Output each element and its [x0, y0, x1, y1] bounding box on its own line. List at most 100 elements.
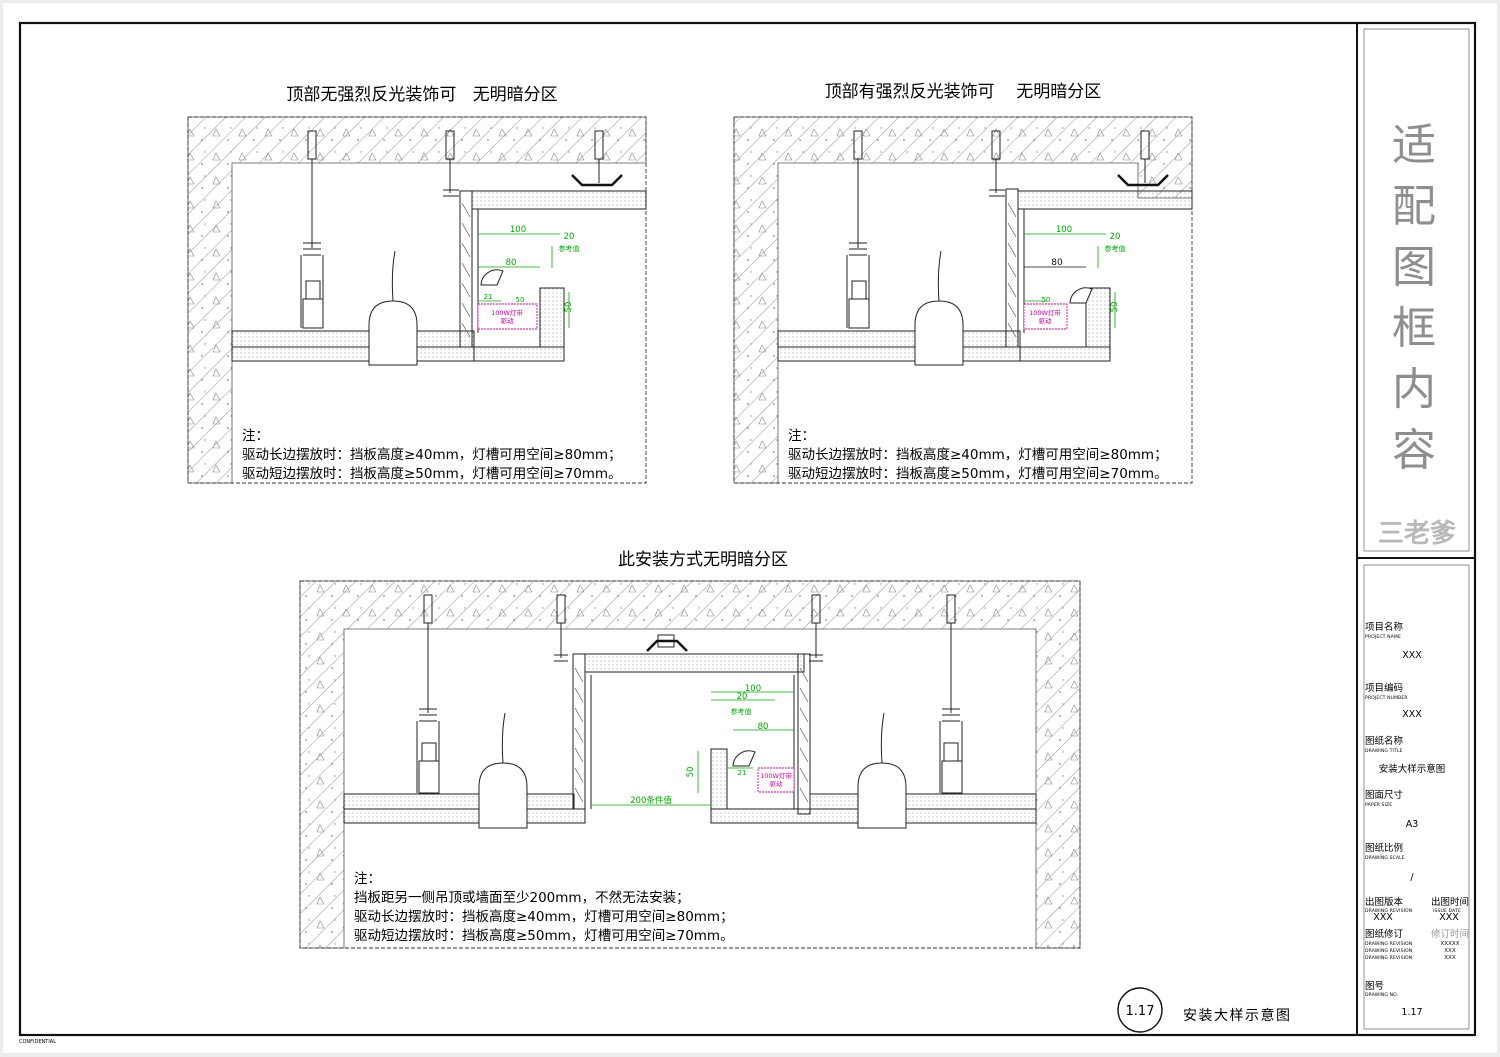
trough-wall: [1005, 188, 1019, 348]
ceiling-board: [231, 330, 475, 348]
driver-label-2: 驱动: [1039, 317, 1053, 325]
detail-3: 此安装方式无明暗分区: [299, 550, 1081, 949]
detail-3-note-line: 驱动长边摆放时：挡板高度≥40mm，灯槽可用空间≥80mm；: [354, 908, 734, 925]
detail-2-title: 顶部有强烈反光装饰可 无明暗分区: [825, 82, 1102, 102]
drawing-canvas: 适 配 图 框 内 容 三老爹 项目名称 PROJECT NAME XXX 项目…: [18, 21, 1477, 1045]
drawing-no-label-en: DRAWING NO.: [1365, 992, 1398, 998]
project-name-label: 项目名称: [1365, 621, 1404, 633]
led-profile: [732, 750, 756, 767]
project-number-label-en: PROJECT NUMBER: [1365, 695, 1408, 701]
revision-row-value: XXX: [1444, 955, 1456, 961]
dim-21: 21: [484, 293, 493, 301]
confidential-mark: CONFIDENTIAL: [19, 1039, 56, 1045]
revision-row-label: DRAWING REVISION: [1365, 941, 1412, 947]
detail-3-title: 此安装方式无明暗分区: [618, 550, 788, 570]
detail-1-title: 顶部无强烈反光装饰可 无明暗分区: [286, 85, 557, 105]
dim-80: 80: [506, 258, 517, 268]
led-driver: [477, 303, 538, 330]
dim-80: 80: [1051, 258, 1063, 268]
detail-2: 顶部有强烈反光装饰可 无明暗分区: [733, 82, 1193, 484]
drawing-number-badge-text: 1.17: [1126, 1004, 1155, 1019]
detail-3-note-head: 注：: [354, 871, 381, 887]
dimensions: [1024, 233, 1116, 328]
led-driver: [1023, 303, 1068, 330]
side-title-char: 适: [1392, 120, 1436, 171]
drawing-revision-label-en: DRAWING REVISION: [1365, 908, 1412, 914]
dim-50: 50: [1110, 302, 1120, 313]
downlight: [857, 762, 907, 829]
drawing-title-label: 图纸名称: [1365, 735, 1404, 747]
dim-100: 100: [510, 225, 526, 235]
trough-wall: [459, 190, 473, 348]
dim-100: 100: [745, 684, 761, 694]
paper-size-label-en: PAPER SIZE: [1365, 802, 1392, 808]
led-profile: [480, 269, 504, 286]
trough-wall: [797, 653, 811, 815]
dimensions: [591, 691, 794, 806]
project-number-value: XXX: [1402, 709, 1422, 720]
side-title-char: 框: [1392, 303, 1436, 354]
detail-2-border: [733, 116, 1193, 484]
ceiling-board: [777, 330, 1021, 348]
dim-20: 20: [1110, 232, 1121, 242]
issue-date-value: XXX: [1439, 912, 1459, 923]
drawing-revision-value: XXX: [1373, 912, 1393, 923]
dim-50-small: 50: [1042, 296, 1051, 304]
trough-top: [471, 190, 647, 210]
dim-50-small: 50: [516, 296, 525, 304]
detail-3-border: [299, 580, 1081, 949]
drawing-scale-value: /: [1410, 872, 1414, 883]
downlight: [914, 300, 964, 366]
dim-80: 80: [758, 722, 769, 732]
trough-lip: [539, 287, 565, 348]
detail-2-note-line: 驱动长边摆放时：挡板高度≥40mm，灯槽可用空间≥80mm；: [788, 446, 1168, 463]
detail-1: 顶部无强烈反光装饰可 无明暗分区: [187, 85, 647, 484]
trough-wall: [572, 653, 586, 810]
detail-1-note-line: 驱动短边摆放时：挡板高度≥50mm，灯槽可用空间≥70mm。: [242, 465, 622, 482]
trough-lip: [1085, 287, 1111, 348]
detail-1-border: [187, 116, 647, 484]
dim-50: 50: [564, 302, 574, 313]
light-trough-base: [1019, 346, 1111, 362]
drawing-revision-label: 出图版本: [1365, 896, 1404, 908]
revision-label: 图纸修订: [1365, 928, 1404, 940]
trough-top: [1017, 190, 1193, 210]
drawing-caption: 安装大样示意图: [1183, 1007, 1292, 1024]
side-title-char: 容: [1392, 425, 1436, 476]
detail-2-note-head: 注：: [788, 428, 815, 444]
project-name-label-en: PROJECT NAME: [1365, 634, 1401, 640]
outer-frame: [18, 21, 1477, 1037]
drawing-title-label-en: DRAWING TITLE: [1365, 748, 1403, 754]
drawing-number-badge: [1117, 987, 1163, 1033]
drawing-title-value: 安装大样示意图: [1379, 763, 1446, 775]
dim-ref: 参考值: [1105, 244, 1126, 253]
dim-50: 50: [686, 767, 696, 778]
logo-text: 三老爹: [1378, 519, 1456, 549]
trough-top: [584, 653, 805, 673]
ceiling-board: [343, 793, 575, 810]
dim-20: 20: [564, 232, 575, 242]
detail-3-note-line: 挡板距另一侧吊顶或墙面至少200mm，不然无法安装；: [354, 889, 690, 906]
hanger-rod: [300, 130, 459, 329]
downlight: [478, 762, 528, 829]
dim-cond: 200条件值: [630, 795, 672, 806]
driver-label-2: 驱动: [770, 780, 784, 788]
issue-date-label-en: ISSUE DATE: [1433, 908, 1461, 914]
title-block: 项目名称 PROJECT NAME XXX 项目编码 PROJECT NUMBE…: [1365, 621, 1469, 1018]
driver-label-2: 驱动: [501, 317, 515, 325]
driver-label: 100W灯带: [760, 771, 792, 780]
hanger-rod: [846, 130, 1005, 329]
revision-row-value: XXX: [1444, 948, 1456, 954]
paper-size-value: A3: [1406, 819, 1419, 830]
issue-date-label: 出图时间: [1431, 896, 1469, 908]
detail-1-note-head: 注：: [242, 428, 269, 444]
ceiling-board: [809, 793, 1037, 810]
dim-21: 21: [738, 769, 747, 777]
project-number-label: 项目编码: [1365, 682, 1403, 694]
revision-row-value: XXXXX: [1440, 941, 1459, 947]
dim-ref: 参考值: [559, 244, 580, 253]
detail-1-note-line: 驱动长边摆放时：挡板高度≥40mm，灯槽可用空间≥80mm；: [242, 446, 622, 463]
drawing-no-label: 图号: [1365, 981, 1384, 992]
drawing-scale-label: 图纸比例: [1365, 842, 1403, 854]
hanger-rod: [416, 594, 963, 794]
